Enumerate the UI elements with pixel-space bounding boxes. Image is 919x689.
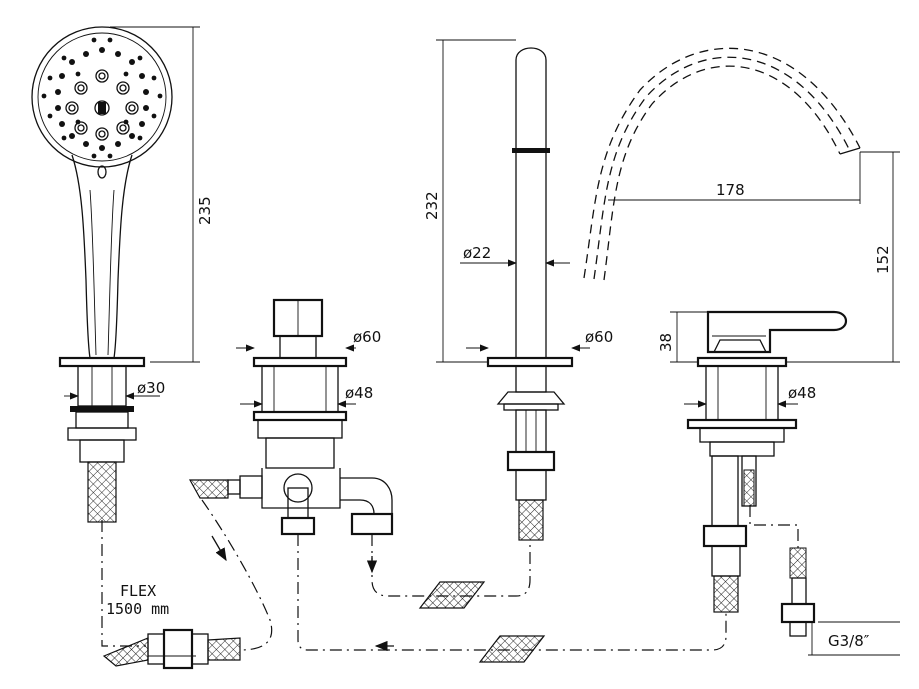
- label-flex: FLEX: [120, 582, 156, 600]
- dim-spout-reach: 178: [608, 152, 861, 204]
- label-spout-diameter: ø22: [463, 244, 491, 262]
- label-mixer-lever-height: 38: [657, 333, 675, 352]
- dim-spout-diameter: ø22: [460, 244, 570, 267]
- dim-diverter-body: ø48: [240, 384, 373, 408]
- dim-shower-height: 235: [110, 26, 214, 363]
- spout-swing-arc: [583, 47, 861, 281]
- label-spout-height: 232: [423, 191, 441, 220]
- label-spout-outlet-height: 152: [874, 245, 892, 274]
- dim-spout-height: 232: [423, 39, 516, 363]
- dim-spout-base: ø60: [466, 328, 613, 352]
- mixer-unit: [686, 310, 848, 637]
- label-shower-diameter: ø30: [137, 379, 165, 397]
- dim-mixer-body: ø48: [684, 384, 816, 408]
- hose-routing: [101, 499, 799, 663]
- label-thread: G3/8″: [828, 632, 870, 650]
- label-diverter-body: ø48: [345, 384, 373, 402]
- label-flex-length: 1500 mm: [106, 600, 169, 618]
- label-spout-reach: 178: [716, 181, 745, 199]
- label-diverter-base: ø60: [353, 328, 381, 346]
- hand-shower: [31, 26, 173, 523]
- dim-diverter-base: ø60: [236, 328, 381, 352]
- dim-mixer-lever-height: 38: [657, 311, 708, 363]
- label-mixer-body: ø48: [788, 384, 816, 402]
- flex-hose: [102, 628, 241, 670]
- label-spout-base: ø60: [585, 328, 613, 346]
- dim-shower-diameter: ø30: [64, 379, 165, 400]
- diverter-unit: [188, 298, 394, 536]
- label-shower-height: 235: [196, 196, 214, 225]
- spout: [486, 47, 574, 541]
- shower-nozzles: [41, 37, 163, 159]
- dim-thread: G3/8″: [808, 621, 900, 656]
